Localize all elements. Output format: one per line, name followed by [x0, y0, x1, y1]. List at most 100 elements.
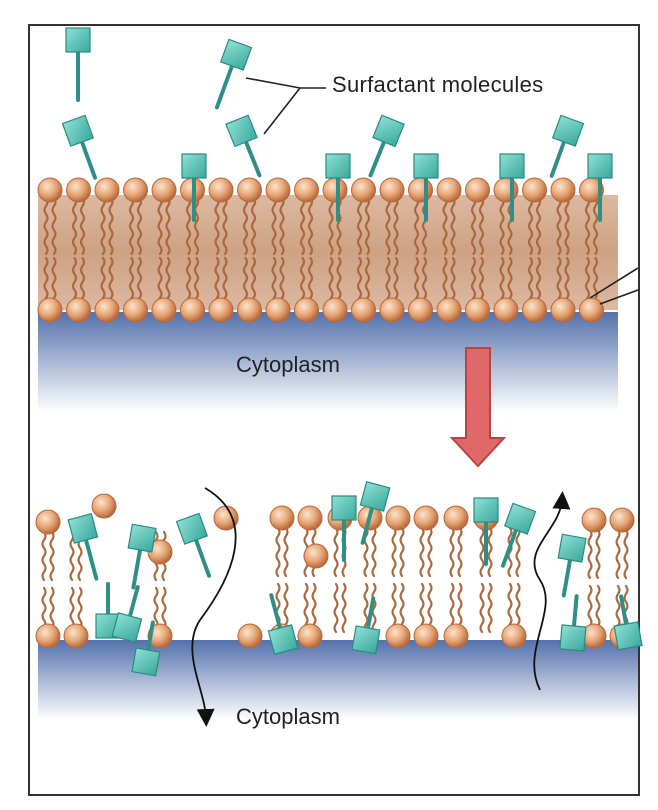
- surfactant-molecule-icon: [225, 114, 262, 178]
- phospholipid-head-icon: [297, 505, 323, 531]
- phospholipid-head-icon: [609, 507, 635, 533]
- phospholipid-head-icon: [91, 493, 117, 519]
- phospholipid-head-icon: [522, 177, 547, 203]
- lipid-tail: [328, 196, 334, 256]
- lipid-tail: [271, 256, 277, 308]
- leader-line-surfactant-2: [263, 87, 301, 135]
- lipid-tail: [592, 256, 599, 308]
- lipid-tail: [413, 256, 420, 308]
- surfactant-molecule-icon: [95, 582, 121, 639]
- lipid-tail: [457, 526, 463, 578]
- lipid-tail: [165, 196, 171, 256]
- cytoplasm-top: [38, 312, 618, 412]
- lipid-tail: [391, 526, 397, 578]
- lipid-tail: [363, 582, 369, 634]
- phospholipid-head-icon: [322, 177, 348, 203]
- surfactant-molecule-icon: [267, 593, 299, 656]
- lipid-tail: [449, 582, 455, 634]
- lipid-tail: [556, 196, 562, 256]
- lipid-tail: [279, 196, 285, 256]
- lipid-tail: [193, 196, 200, 256]
- lipid-tail: [427, 526, 433, 578]
- lipid-tail: [250, 196, 257, 256]
- lipid-tail: [507, 196, 513, 256]
- phospholipid-head-icon: [147, 623, 173, 649]
- lipid-tail: [279, 256, 285, 308]
- phospholipid-head-icon: [63, 623, 89, 649]
- leader-line-right-2: [599, 289, 639, 305]
- lipid-tail: [427, 582, 433, 634]
- lipid-tail: [450, 256, 456, 308]
- phospholipid-head-icon: [579, 297, 604, 323]
- lipid-tail: [69, 586, 75, 630]
- lipid-tail: [499, 196, 505, 256]
- lipid-tail: [535, 196, 542, 256]
- lipid-tail: [399, 526, 405, 578]
- lipid-tail: [479, 582, 485, 634]
- lipid-tail: [79, 196, 86, 256]
- phospholipid-head-icon: [297, 623, 323, 649]
- lipid-tail: [250, 256, 257, 308]
- phospholipid-head-icon: [123, 297, 148, 323]
- surfactant-molecule-icon: [214, 38, 253, 110]
- lipid-tail: [307, 196, 314, 256]
- lipid-tail: [584, 256, 591, 308]
- phospholipid-head-icon: [493, 177, 519, 203]
- lipid-tail: [51, 256, 57, 308]
- surfactant-molecule-icon: [331, 495, 357, 562]
- phospholipid-head-icon: [443, 505, 469, 531]
- phospholipid-head-icon: [37, 297, 63, 323]
- surfactant-molecule-icon: [127, 523, 157, 590]
- surfactant-molecule-icon: [559, 594, 587, 652]
- lipid-tail: [333, 582, 339, 634]
- phospholipid-head-icon: [379, 177, 405, 203]
- lipid-tail: [595, 528, 601, 580]
- lipid-tail: [185, 196, 192, 256]
- lipid-tail: [479, 526, 485, 578]
- lipid-tail: [391, 582, 397, 634]
- surfactant-molecule-icon: [549, 114, 585, 178]
- lipid-tail: [419, 526, 425, 578]
- phospholipid-head-icon: [385, 623, 411, 649]
- phospholipid-head-icon: [237, 297, 262, 323]
- phospholipid-head-icon: [66, 177, 91, 203]
- surfactant-molecule-icon: [587, 153, 613, 222]
- lipid-tail: [356, 196, 363, 256]
- lipid-tail: [527, 196, 534, 256]
- lipid-tail: [615, 528, 621, 580]
- lipid-tail: [41, 586, 47, 630]
- lipid-tail: [214, 196, 220, 256]
- lipid-tail: [584, 196, 591, 256]
- phospholipid-head-icon: [37, 177, 63, 203]
- surfactant-molecule-icon: [111, 585, 143, 644]
- phospholipid-head-icon: [443, 623, 469, 649]
- lipid-tail: [193, 256, 200, 308]
- lipid-tail: [385, 196, 391, 256]
- lipid-tail: [470, 256, 477, 308]
- lipid-tail: [385, 256, 391, 308]
- lipid-tail: [341, 582, 347, 634]
- lipid-tail: [128, 196, 135, 256]
- lipid-tail: [79, 256, 86, 308]
- surfactant-molecule-icon: [368, 114, 405, 178]
- lipid-tail: [364, 196, 371, 256]
- membrane-core-top: [38, 195, 618, 310]
- surfactant-molecule-icon: [499, 153, 525, 222]
- surfactant-molecule-icon: [501, 502, 537, 568]
- phospholipid-head-icon: [436, 297, 462, 323]
- lipid-tail: [222, 256, 228, 308]
- lipid-tail: [535, 256, 542, 308]
- phospholipid-head-icon: [436, 177, 462, 203]
- lipid-tail: [242, 256, 249, 308]
- lipid-tail: [450, 196, 456, 256]
- lipid-tail: [328, 256, 334, 308]
- lipid-tail: [283, 582, 289, 634]
- phospholipid-head-icon: [408, 297, 433, 323]
- lipid-tail: [587, 584, 593, 628]
- phospholipid-head-icon: [123, 177, 148, 203]
- phospholipid-head-icon: [35, 509, 61, 535]
- lipid-tail: [478, 256, 485, 308]
- lipid-tail: [623, 528, 629, 580]
- phospholipid-head-icon: [408, 177, 433, 203]
